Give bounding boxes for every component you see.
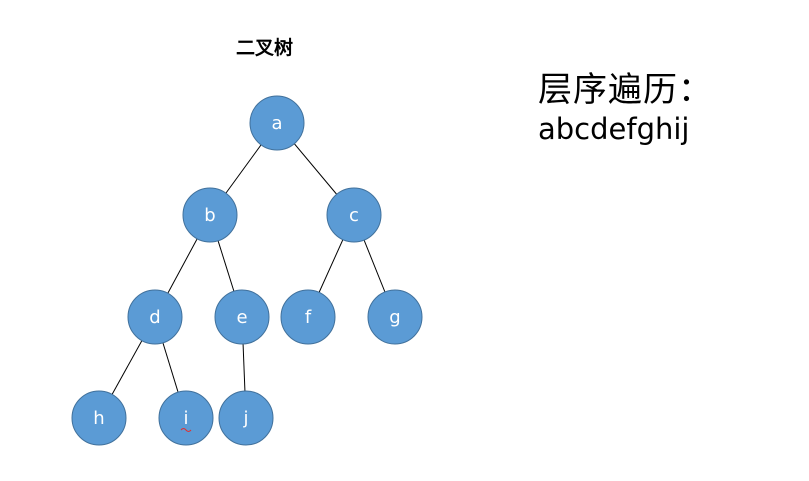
node-label: a [271, 113, 282, 134]
node-label: f [305, 307, 312, 328]
traversal-heading: 层序遍历： [538, 70, 713, 110]
node-label: j [242, 408, 248, 429]
tree-node-f: f [280, 289, 336, 345]
tree-node-j: j [218, 390, 274, 446]
node-circle [182, 187, 238, 243]
tree-node-d: d [127, 289, 183, 345]
node-circle [218, 390, 274, 446]
node-circle [127, 289, 183, 345]
node-label: i [183, 408, 188, 429]
node-label: h [93, 408, 104, 429]
node-label: g [389, 307, 400, 328]
tree-node-h: h [71, 390, 127, 446]
traversal-sequence: abcdefghij [538, 112, 690, 146]
node-label: b [204, 205, 215, 226]
node-circle [280, 289, 336, 345]
tree-title: 二叉树 [236, 37, 294, 59]
tree-node-c: c [326, 187, 382, 243]
node-circle [158, 390, 214, 446]
tree-nodes: a b c d e f g h i j [71, 95, 423, 446]
node-circle [367, 289, 423, 345]
tree-node-e: e [214, 289, 270, 345]
tree-node-i: i [158, 390, 214, 446]
tree-node-b: b [182, 187, 238, 243]
node-label: e [236, 307, 247, 328]
spellcheck-underline [180, 428, 192, 432]
node-circle [326, 187, 382, 243]
node-circle [249, 95, 305, 151]
node-circle [214, 289, 270, 345]
tree-edges [98, 122, 396, 419]
tree-node-g: g [367, 289, 423, 345]
tree-node-a: a [249, 95, 305, 151]
node-label: d [149, 307, 160, 328]
node-label: c [349, 205, 359, 226]
node-circle [71, 390, 127, 446]
